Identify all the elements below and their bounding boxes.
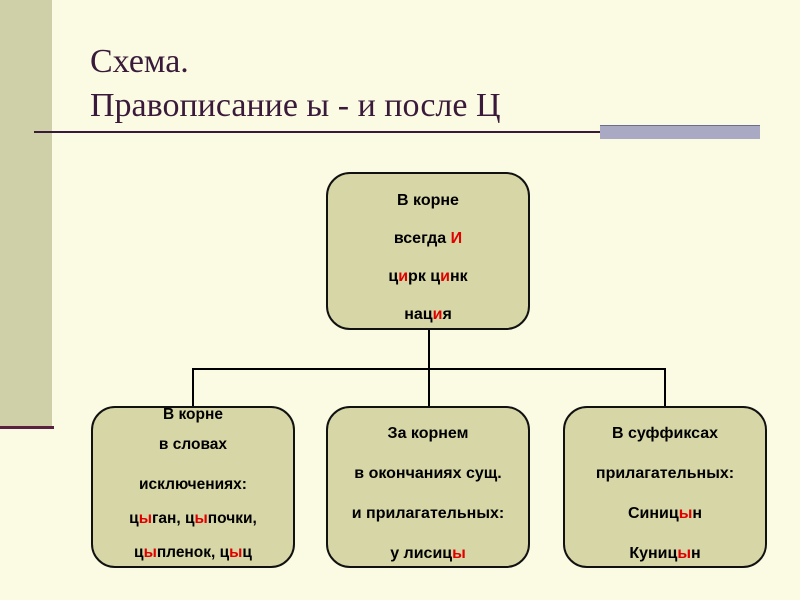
right-line-1: В суффиксах — [611, 425, 719, 442]
left-line-4: цыган, цыпочки, — [93, 502, 293, 536]
root-line-2-text: всегда — [393, 230, 451, 247]
root-line-3-c: рк ц — [408, 268, 441, 285]
right-line-3-c: н — [692, 505, 703, 522]
right-line-4-c: н — [691, 545, 701, 562]
right-line-4: Куницын — [565, 534, 765, 574]
connector-left-down — [192, 368, 194, 406]
root-line-3-e: нк — [449, 268, 468, 285]
root-line-3-b: и — [398, 268, 409, 285]
mid-line-4-a: у лисиц — [390, 545, 453, 562]
node-root: В корне всегда И цирк цинк нация — [326, 172, 530, 330]
root-line-4-b: и — [432, 306, 443, 323]
left-line-5-b: ы — [143, 544, 157, 561]
mid-line-4: у лисицы — [328, 534, 528, 574]
root-line-3-a: ц — [388, 268, 399, 285]
node-middle: За корнем в окончаниях сущ. и прилагател… — [326, 406, 530, 568]
root-line-4-c: я — [442, 306, 452, 323]
mid-line-4-b: ы — [452, 545, 466, 562]
root-line-4: нация — [328, 296, 528, 334]
left-line-2: в словах — [158, 436, 228, 453]
root-line-3: цирк цинк — [328, 258, 528, 296]
root-line-3-d: и — [440, 268, 450, 285]
right-line-4-a: Куниц — [629, 545, 678, 562]
left-line-5-e: ц — [242, 544, 252, 561]
left-line-4-b: ы — [138, 510, 152, 527]
title-underline — [34, 131, 760, 133]
mid-line-3: и прилагательных: — [351, 505, 505, 522]
node-left: В корне в словах исключениях: цыган, цып… — [91, 406, 295, 568]
node-right: В суффиксах прилагательных: Синицын Куни… — [563, 406, 767, 568]
mid-line-1: За корнем — [387, 425, 469, 442]
root-line-2-highlight: И — [450, 230, 463, 247]
left-line-5-c: пленок, ц — [156, 544, 230, 561]
left-line-1: В корне — [163, 406, 223, 423]
right-line-3: Синицын — [565, 494, 765, 534]
right-line-3-a: Синиц — [627, 505, 679, 522]
right-line-2: прилагательных: — [595, 465, 735, 482]
left-decor-bar — [0, 0, 52, 428]
left-decor-line — [0, 426, 54, 429]
left-line-4-d: ы — [194, 510, 208, 527]
connector-mid-down — [428, 368, 430, 406]
connector-root-down — [428, 330, 430, 369]
left-line-4-a: ц — [129, 510, 139, 527]
title-line-2: Правописание ы - и после Ц — [90, 87, 501, 124]
left-line-5-a: ц — [134, 544, 144, 561]
right-line-3-b: ы — [678, 505, 693, 522]
title-line-1: Схема. — [90, 43, 189, 80]
connector-right-down — [664, 368, 666, 406]
right-line-4-b: ы — [677, 545, 691, 562]
left-line-5: цыпленок, цыц — [93, 536, 293, 570]
mid-line-2: в окончаниях сущ. — [354, 465, 502, 482]
root-line-4-a: нац — [404, 306, 433, 323]
left-line-5-d: ы — [229, 544, 243, 561]
root-line-2: всегда И — [328, 220, 528, 258]
slide-title: Схема. Правописание ы - и после Ц — [90, 40, 501, 128]
root-line-1: В корне — [397, 192, 459, 209]
left-line-3: исключениях: — [139, 476, 247, 493]
left-line-4-c: ган, ц — [151, 510, 195, 527]
left-line-4-e: почки, — [207, 510, 257, 527]
title-underline-accent — [600, 125, 760, 139]
